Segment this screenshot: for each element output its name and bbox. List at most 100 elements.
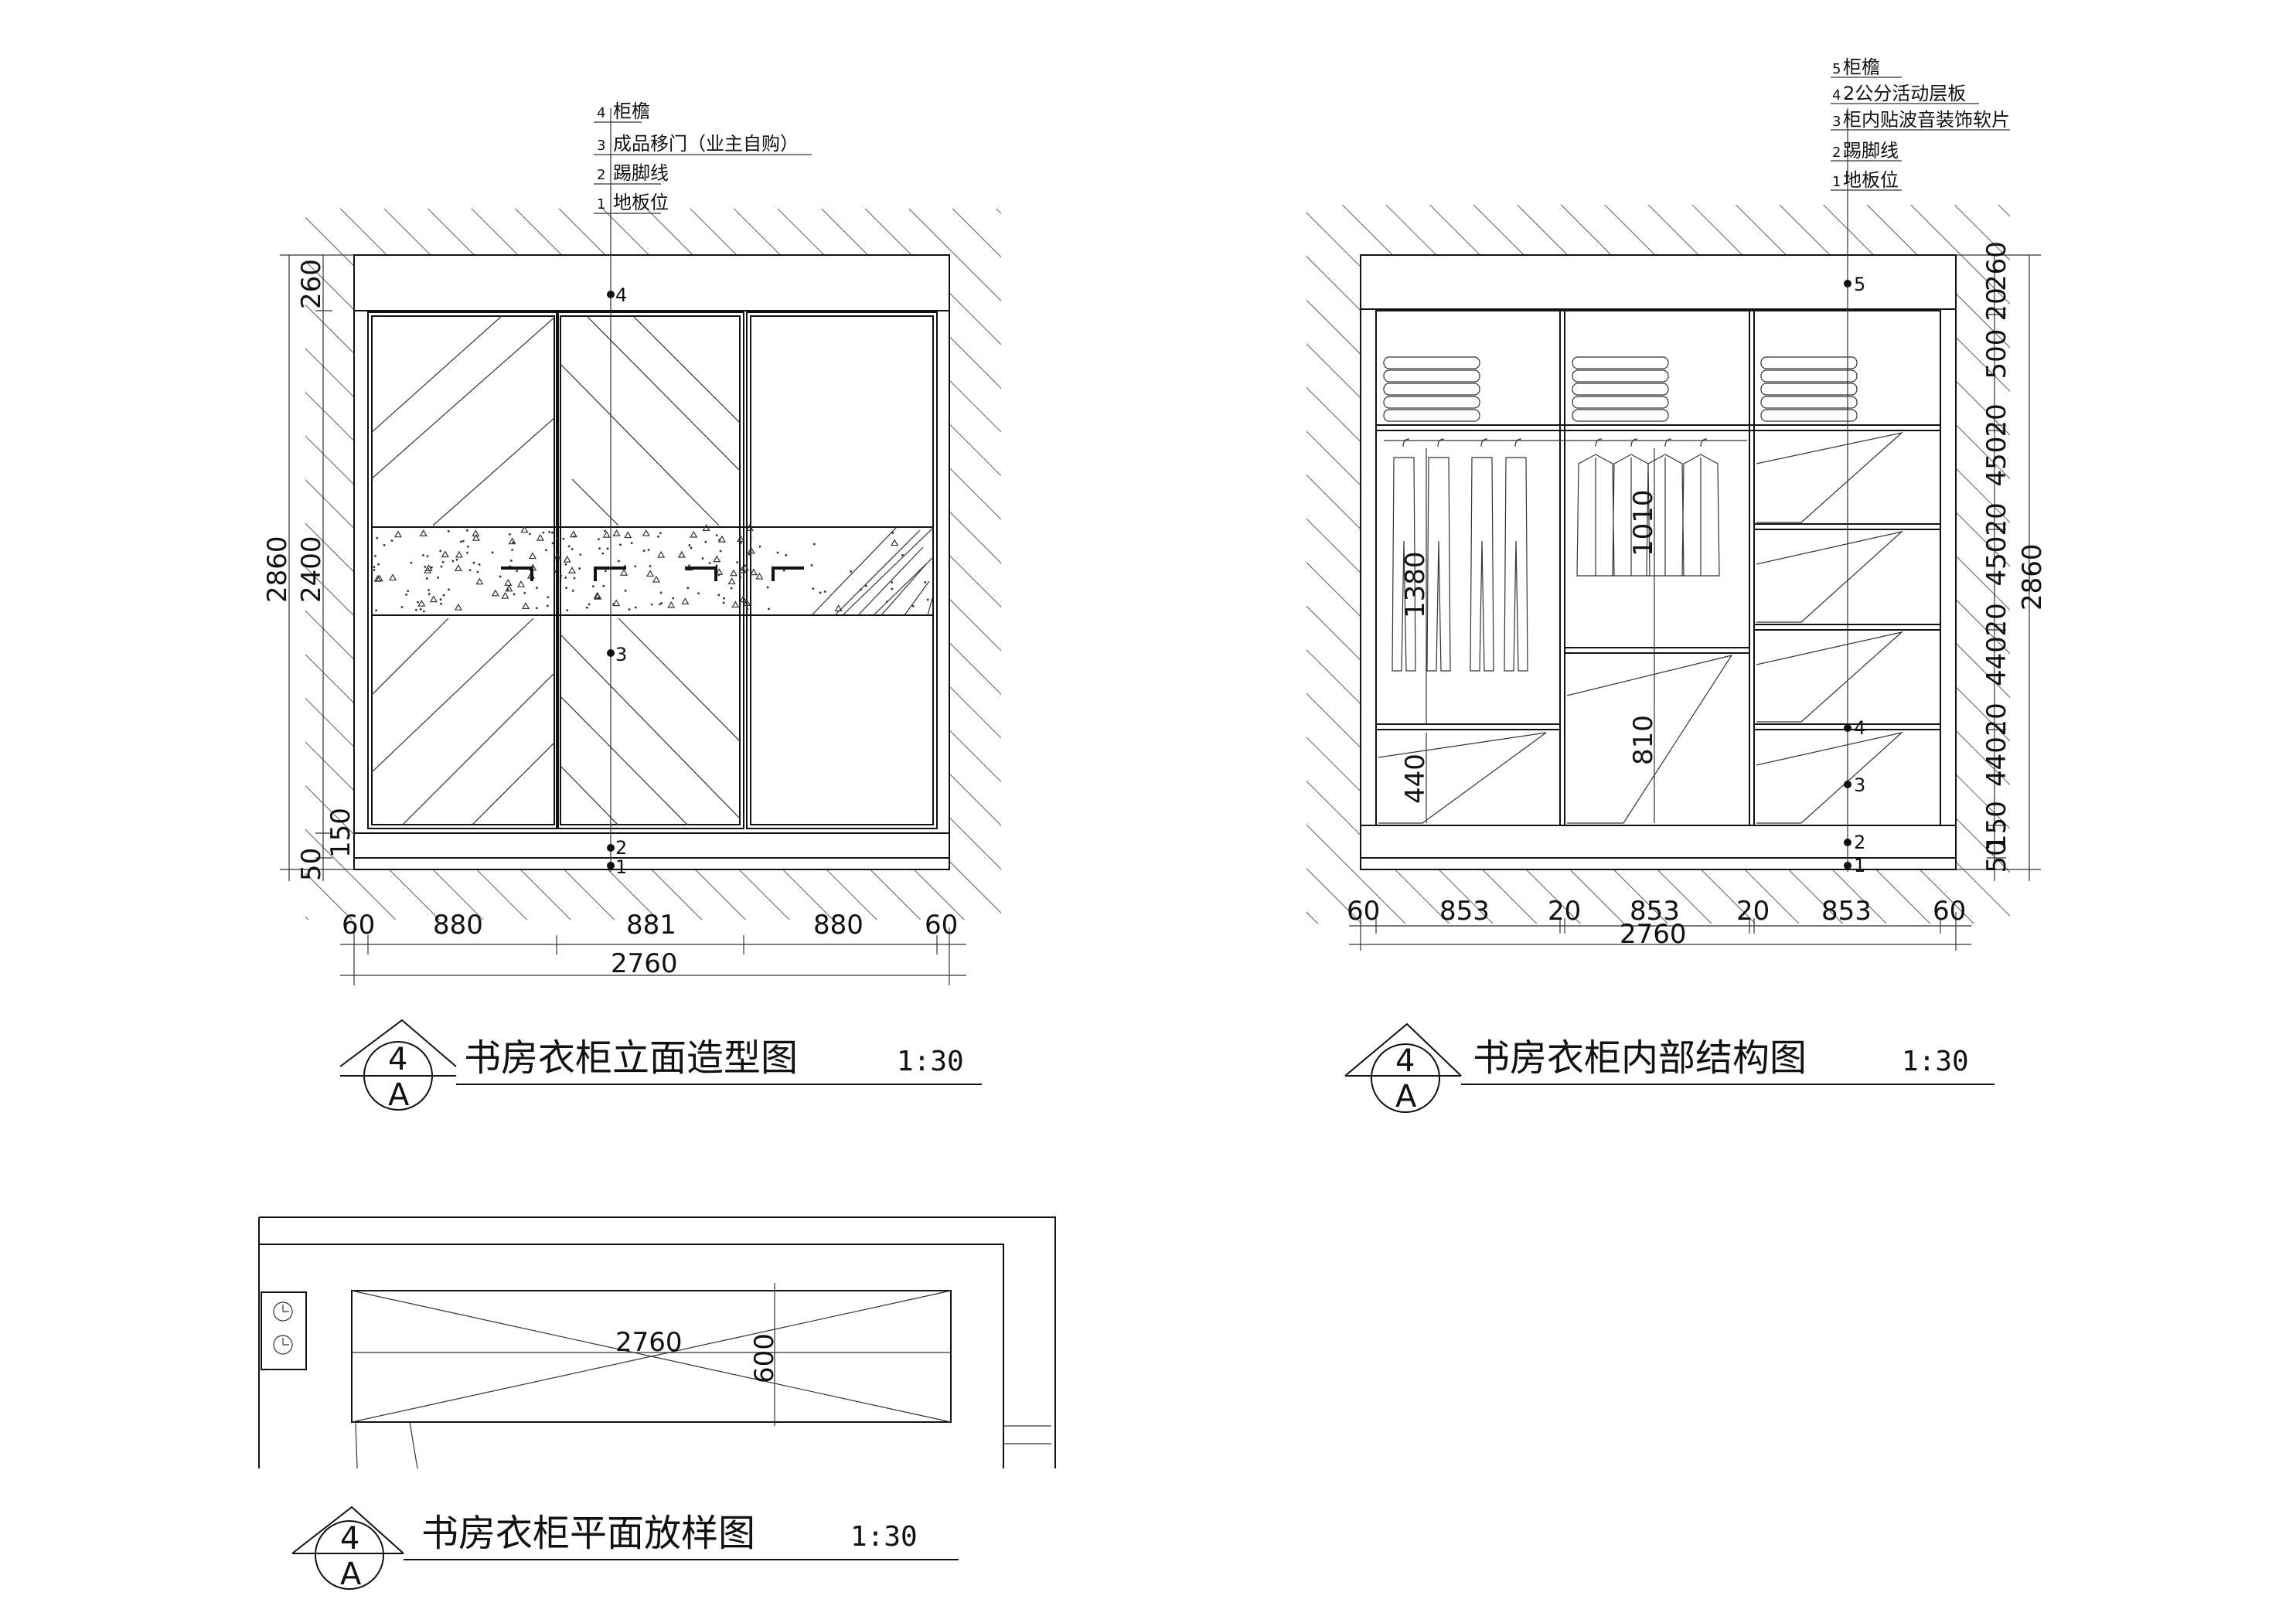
drawing-title: 书房衣柜立面造型图	[464, 1036, 798, 1080]
dim-label: 260	[1981, 241, 2012, 291]
dim-label: 440	[1981, 737, 2012, 787]
callout-num: 1	[1832, 174, 1841, 190]
section-symbol-bottom: A	[340, 1557, 362, 1592]
horizontal-dimensions: 60 880 881 880 60 2760	[340, 910, 966, 985]
plan-drawing: 2760 600 4 A 书房衣柜平面放样图 1:30	[258, 1216, 1056, 1592]
horizontal-dimensions: 60 853 20 853 20 853 60 2760	[1347, 896, 1971, 951]
dim-label: 20	[1981, 502, 2012, 536]
dim-label: 50	[296, 848, 327, 881]
drawing-title: 书房衣柜内部结构图	[1473, 1036, 1807, 1080]
dim-label: 2400	[296, 536, 327, 603]
dim-label: 853	[1630, 896, 1680, 927]
inner-dim-label: 1380	[1400, 551, 1431, 618]
inner-dim-label: 1010	[1628, 489, 1659, 556]
dim-label: 853	[1439, 896, 1490, 927]
vertical-dimensions: 260 2400 150 50 2860	[262, 254, 356, 881]
dim-label: 150	[1981, 801, 2012, 851]
right-title-block: 4 A 书房衣柜内部结构图 1:30	[1344, 1022, 1995, 1114]
dim-total: 2860	[2017, 543, 2048, 611]
callout-text: 踢脚线	[1843, 140, 1899, 162]
dim-label: 881	[626, 910, 676, 941]
dim-label: 260	[296, 259, 327, 309]
callout-text: 柜内贴波音装饰软片	[1843, 109, 2010, 131]
dim-label: 500	[1981, 329, 2012, 379]
dim-label: 20	[1981, 288, 2012, 321]
callout-num: 5	[1832, 61, 1841, 77]
callout-num: 2	[597, 167, 605, 183]
cabinet-outline	[1360, 254, 1957, 870]
dim-label: 60	[925, 910, 958, 941]
dim-label: 50	[1981, 839, 2012, 873]
point-label: 3	[1854, 774, 1865, 796]
callout-num: 3	[1832, 114, 1841, 130]
dim-label: 20	[1981, 603, 2012, 636]
drawing-scale: 1:30	[1902, 1046, 1969, 1077]
dim-label: 60	[342, 910, 375, 941]
point-label: 2	[1854, 832, 1865, 853]
plan-width-dim: 2760	[615, 1327, 683, 1358]
callout-num: 2	[1832, 145, 1841, 161]
callout-text: 柜檐	[1843, 56, 1880, 78]
folded-clothes	[1383, 356, 1858, 422]
dim-label: 20	[1548, 896, 1581, 927]
texture-speckles	[373, 524, 933, 616]
callout-text: 地板位	[613, 192, 669, 213]
dim-total: 2760	[611, 948, 678, 979]
callout-text: 柜檐	[613, 100, 650, 122]
dim-label: 880	[813, 910, 864, 941]
callout-point-markers: 5 4 3 2 1	[1844, 274, 1865, 876]
drawing-scale: 1:30	[897, 1046, 964, 1077]
callout-num: 3	[597, 138, 605, 154]
callout-num: 4	[1832, 87, 1841, 104]
sliding-direction-arrows	[501, 567, 804, 581]
shelf-reflections	[1378, 431, 1904, 824]
point-label: 1	[1854, 855, 1865, 876]
point-label: 5	[1854, 274, 1865, 295]
dim-label: 20	[1981, 703, 2012, 736]
dim-label: 440	[1981, 636, 2012, 686]
callout-point-markers: 4 3 2 1	[607, 284, 627, 878]
dim-total: 2860	[262, 536, 293, 603]
left-title-block: 4 A 书房衣柜立面造型图 1:30	[339, 1019, 982, 1113]
section-symbol-top: 4	[388, 1042, 407, 1077]
dim-label: 450	[1981, 437, 2012, 487]
dim-label: 60	[1933, 896, 1966, 927]
section-symbol-bottom: A	[388, 1077, 410, 1113]
section-symbol-top: 4	[1395, 1043, 1415, 1079]
cabinet-partitions	[1559, 311, 1755, 825]
section-symbol-bottom: A	[1395, 1079, 1417, 1114]
dim-label: 450	[1981, 536, 2012, 587]
point-label: 3	[615, 644, 627, 665]
callout-text: 地板位	[1843, 169, 1899, 191]
callout-text: 2公分活动层板	[1843, 83, 1966, 104]
callout-num: 4	[597, 105, 605, 121]
dim-label: 20	[1736, 896, 1770, 927]
dim-label: 880	[433, 910, 483, 941]
plan-title-block: 4 A 书房衣柜平面放样图 1:30	[291, 1506, 959, 1592]
section-symbol-top: 4	[340, 1521, 359, 1557]
dim-label: 853	[1821, 896, 1872, 927]
inner-dimensions: 1380 1010 440 810	[1400, 448, 1659, 823]
callout-num: 1	[597, 196, 605, 213]
callout-list: 4 柜檐 3 成品移门（业主自购） 2 踢脚线 1 地板位	[594, 100, 812, 214]
inner-dim-label: 810	[1628, 715, 1659, 765]
hanging-garments	[1392, 438, 1720, 672]
right-interior-drawing: 1380 1010 440 810 5 4 3 2 1 5 柜檐	[1306, 56, 2048, 1114]
callout-text: 踢脚线	[613, 162, 669, 184]
left-elevation-drawing: 4 3 2 1 4 柜檐 3 成品移门（业主自购） 2 踢脚线 1 地板位	[262, 100, 1001, 1113]
dim-label: 150	[325, 808, 356, 858]
glass-reflection-lines	[371, 315, 934, 825]
callout-list: 5 柜檐 4 2公分活动层板 3 柜内贴波音装饰软片 2 踢脚线 1 地板位	[1831, 56, 2010, 191]
drawing-scale: 1:30	[850, 1521, 918, 1553]
point-label: 4	[1854, 717, 1865, 739]
dim-total: 2760	[1620, 919, 1687, 950]
point-label: 1	[615, 856, 627, 878]
dim-label: 60	[1347, 896, 1380, 927]
plan-depth-dim: 600	[749, 1333, 780, 1383]
callout-text: 成品移门（业主自购）	[613, 133, 799, 155]
dim-label: 20	[1981, 403, 2012, 437]
point-label: 2	[615, 837, 627, 859]
inner-dim-label: 440	[1400, 754, 1431, 804]
